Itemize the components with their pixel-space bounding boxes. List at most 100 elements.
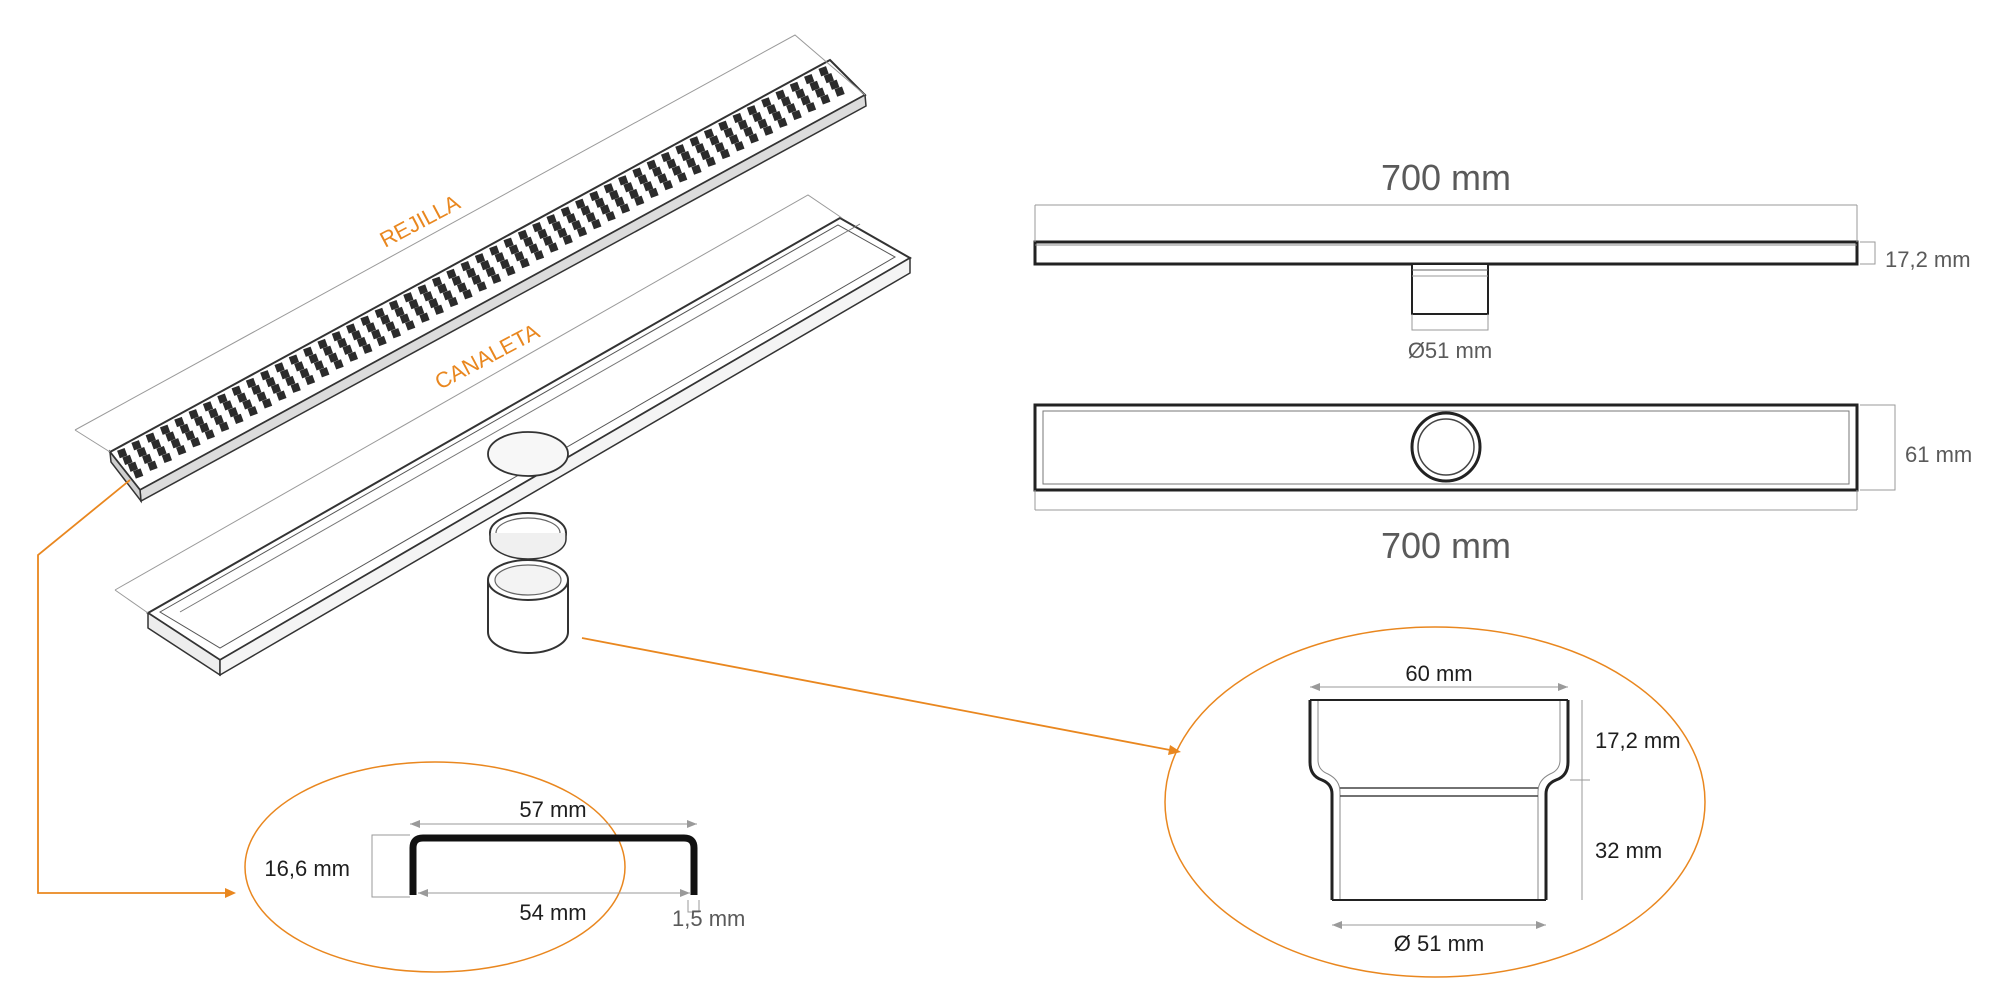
grate-hole — [276, 390, 287, 401]
grate-hole — [337, 337, 348, 349]
grate-hole — [476, 281, 487, 292]
outlet-section-ellipse — [1164, 626, 1706, 978]
grate-hole — [204, 429, 215, 440]
grate-hole — [714, 142, 725, 153]
grate-hole — [757, 118, 768, 129]
grate-hole — [380, 314, 391, 325]
grate-hole — [660, 151, 672, 163]
grate-hole — [222, 400, 233, 411]
grate-hole — [780, 96, 792, 107]
grate-hole — [371, 329, 382, 340]
grate-hole — [317, 338, 328, 350]
front-view: 700 mm 17,2 mm Ø51 mm — [1033, 157, 1971, 363]
grate-hole — [614, 196, 625, 207]
grate-hole — [771, 110, 783, 122]
grate-hole — [761, 97, 772, 108]
grate-hole — [236, 392, 248, 403]
grate-hole — [247, 406, 258, 417]
grate-hole — [174, 416, 185, 428]
grate-hole — [251, 384, 262, 395]
grate-hole — [217, 393, 228, 404]
grate-hole — [514, 251, 525, 262]
front-view-outlet — [1411, 263, 1489, 315]
grate-hole — [419, 312, 430, 323]
front-outlet-diameter-label: Ø51 mm — [1408, 338, 1492, 363]
grate-hole — [294, 361, 305, 372]
grate-hole — [571, 219, 582, 231]
grate-hole — [605, 211, 616, 222]
grate-hole — [462, 289, 473, 300]
grate-hole — [261, 398, 273, 409]
grate-hole — [818, 66, 829, 77]
grate-hole — [619, 203, 631, 214]
grate-hole — [346, 323, 357, 334]
grate-hole — [245, 377, 257, 389]
grate-hole — [823, 72, 835, 84]
grate-hole — [414, 305, 425, 316]
grate-hole — [279, 369, 291, 380]
grate-hole — [548, 242, 559, 253]
grate-hole — [677, 172, 688, 183]
grate-hole — [165, 431, 176, 442]
grate-hole — [122, 454, 133, 466]
grate-hole — [523, 236, 534, 247]
grate-hole — [634, 195, 645, 206]
plan-width-label: 61 mm — [1905, 442, 1972, 467]
grate-hole — [199, 422, 210, 433]
grate-hole — [156, 445, 167, 457]
grate-hole — [648, 187, 659, 199]
grate-hole — [646, 159, 657, 170]
grate-hole — [562, 234, 573, 245]
grate-hole — [147, 460, 158, 471]
grate-hole — [791, 109, 802, 121]
grate-hole — [675, 144, 686, 155]
grate-hole — [256, 391, 267, 402]
grate-hole — [356, 336, 368, 348]
grate-hole — [304, 374, 316, 386]
front-height-label: 17,2 mm — [1885, 247, 1971, 272]
grate-hole — [499, 258, 511, 270]
grate-hole — [820, 94, 831, 105]
grate-hole — [508, 244, 520, 255]
grate-hole — [643, 181, 654, 192]
grate-hole — [542, 235, 554, 246]
grate-hole — [184, 430, 196, 441]
outlet-ring — [489, 512, 567, 560]
grate-hole — [133, 468, 144, 479]
grate-hole — [632, 167, 643, 178]
grate-hole — [270, 383, 282, 394]
grate-hole — [242, 399, 253, 410]
grate-hole — [202, 401, 214, 412]
grate-hole — [265, 376, 276, 388]
grate-height-label: 16,6 mm — [264, 856, 350, 881]
grate-hole — [689, 136, 700, 147]
grate-hole — [490, 273, 502, 284]
plan-length-label: 700 mm — [1381, 525, 1511, 566]
grate-thickness-label: 1,5 mm — [672, 906, 745, 931]
grate-hole — [456, 282, 468, 293]
grate-hole — [328, 352, 339, 363]
grate-hole — [709, 135, 720, 146]
grate-section-detail: 57 mm 54 mm 16,6 mm 1,5 mm — [244, 761, 745, 973]
grate-hole — [651, 166, 663, 177]
exploded-view: REJILLA CANALETA — [37, 34, 1181, 898]
grate-hole — [718, 120, 729, 131]
grate-section-ellipse — [244, 761, 626, 973]
grate-hole — [374, 307, 385, 319]
grate-hole — [685, 157, 697, 168]
grate-hole — [218, 421, 230, 432]
grate-hole — [528, 243, 539, 254]
grate-hole — [809, 80, 820, 92]
grate-hole — [288, 354, 300, 365]
grate-hole — [580, 205, 591, 216]
grate-hole — [290, 382, 301, 393]
grate-hole — [451, 275, 462, 286]
grate-hole — [732, 112, 743, 124]
grate-hole — [814, 87, 826, 98]
grate-hole — [700, 149, 711, 161]
grate-hole — [170, 438, 181, 449]
grate-hole — [333, 359, 344, 370]
grate-hole — [594, 197, 606, 208]
grate-hole — [566, 213, 577, 224]
